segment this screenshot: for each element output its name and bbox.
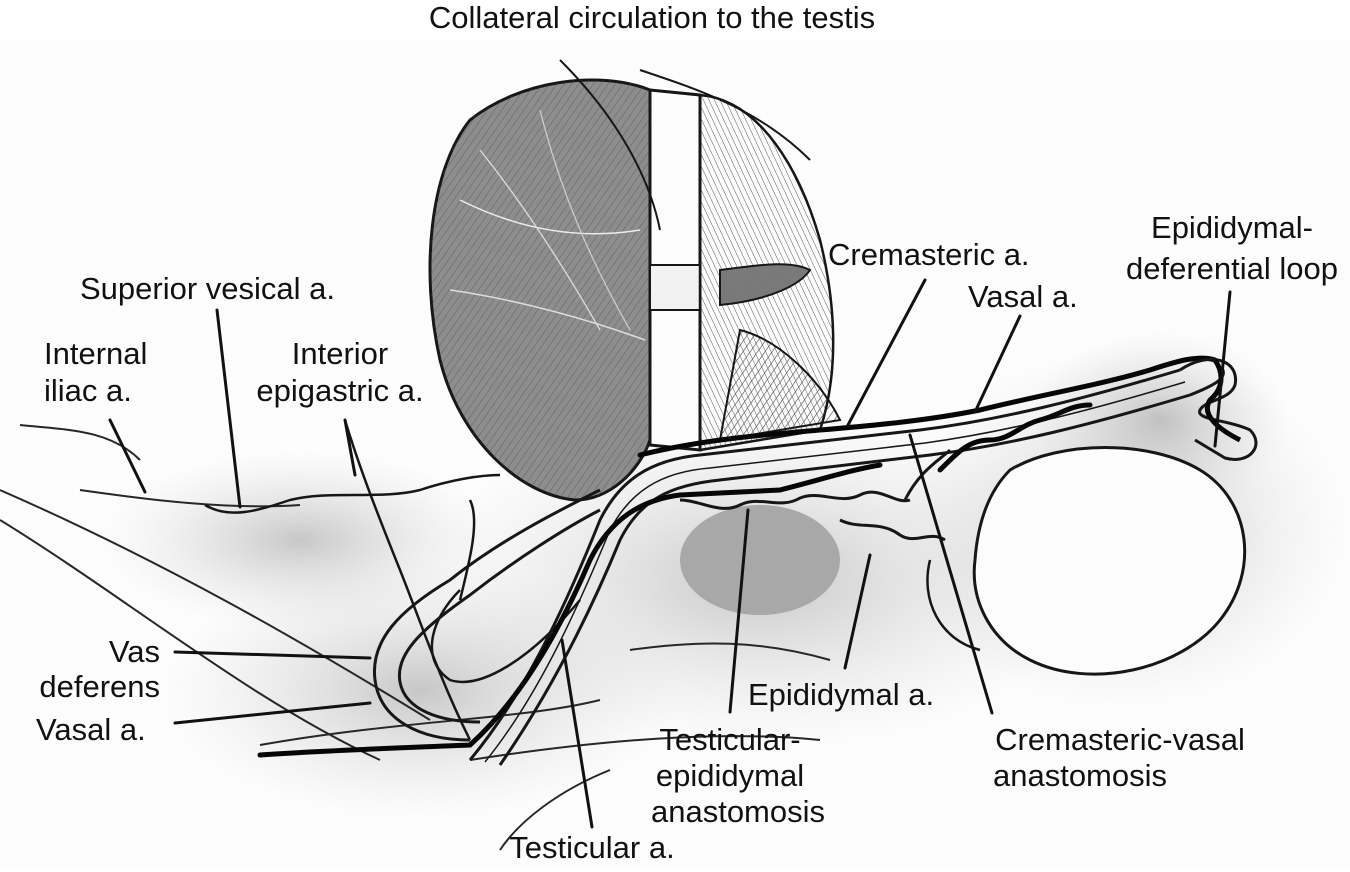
label-vasal-a-left: Vasal a. <box>36 712 146 747</box>
label-vasal-a-top: Vasal a. <box>968 279 1078 314</box>
label-testicular-a: Testicular a. <box>509 830 674 865</box>
diagram-title: Collateral circulation to the testis <box>429 0 875 35</box>
label-superior-vesical-a: Superior vesical a. <box>80 271 335 306</box>
label-epididymal-loop-line2: deferential loop <box>1126 251 1338 286</box>
label-cremasteric-vasal-line2: anastomosis <box>993 758 1167 793</box>
label-internal-iliac-line2: iliac a. <box>44 373 132 408</box>
label-epididymal-loop-line1: Epididymal- <box>1151 210 1313 245</box>
label-vas-deferens-line1: Vas <box>109 634 160 669</box>
label-testicular-epididymal-line1: Testicular- <box>659 722 800 757</box>
label-internal-iliac-line1: Internal <box>44 336 147 371</box>
label-testicular-epididymal-line2: epididymal <box>656 758 804 793</box>
label-epididymal-a: Epididymal a. <box>748 677 934 712</box>
label-cremasteric-a: Cremasteric a. <box>828 237 1030 272</box>
label-interior-epigastric-line1: Interior <box>292 336 388 371</box>
label-testicular-epididymal-line3: anastomosis <box>651 794 825 829</box>
label-interior-epigastric-line2: epigastric a. <box>256 373 423 408</box>
label-vas-deferens-line2: deferens <box>39 669 160 704</box>
label-cremasteric-vasal-line1: Cremasteric-vasal <box>995 722 1245 757</box>
